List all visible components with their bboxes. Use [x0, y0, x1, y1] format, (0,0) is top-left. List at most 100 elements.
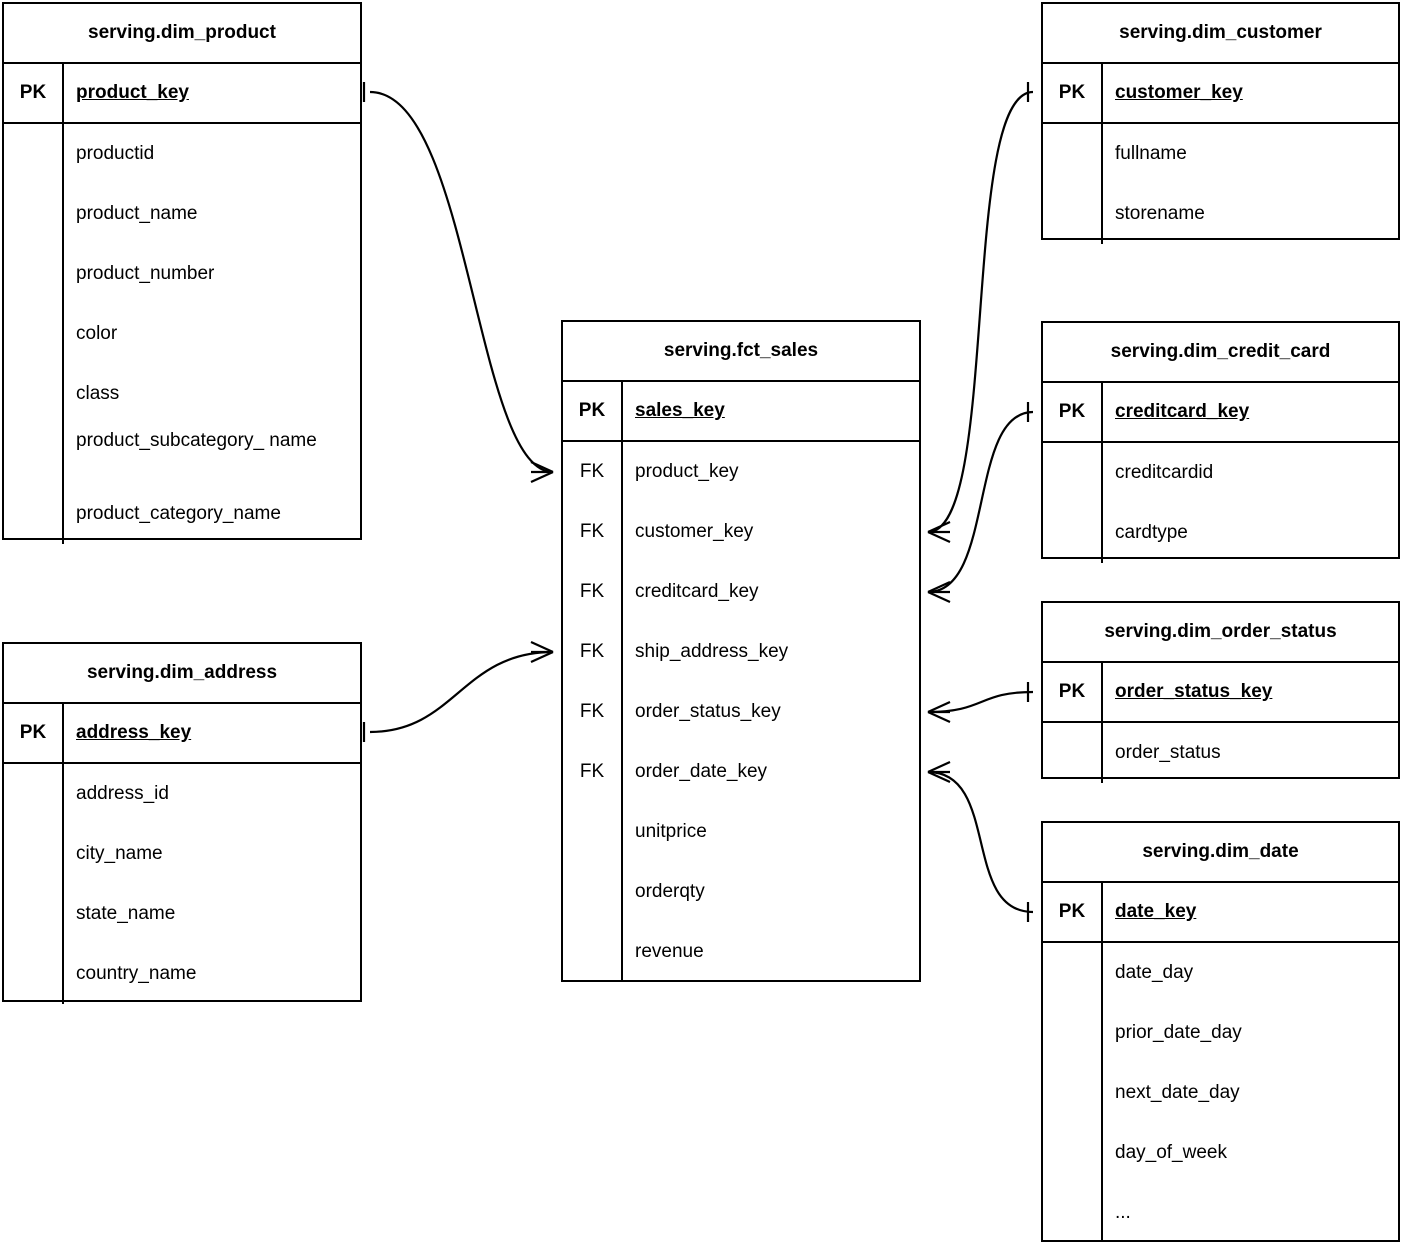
fk-badge: FK: [563, 682, 623, 742]
key-gutter: [1043, 124, 1103, 244]
key-gutter: [1043, 943, 1103, 1242]
entity-dim-address[interactable]: serving.dim_address PK address_key addre…: [2, 642, 362, 1004]
field-product-key: product_key: [76, 82, 189, 103]
fk-row-order-date-key: FK order_date_key: [563, 742, 919, 802]
attribute-block-dim-address: address_id city_name state_name country_…: [4, 764, 360, 1004]
fk-row-ship-address-key: FK ship_address_key: [563, 622, 919, 682]
attribute-list: order_status: [1103, 723, 1398, 783]
entity-dim-product[interactable]: serving.dim_product PK product_key produ…: [2, 2, 362, 544]
attribute-list: fullname storename: [1103, 124, 1398, 244]
pk-badge: PK: [1043, 64, 1103, 122]
pk-badge: PK: [4, 64, 64, 122]
pk-row-dim-product: PK product_key: [4, 64, 360, 124]
key-gutter: [1043, 723, 1103, 783]
attribute-row: creditcardid: [1115, 462, 1214, 483]
field-address-key: address_key: [76, 722, 192, 743]
pk-row-fct-sales: PK sales_key: [563, 382, 919, 442]
attribute-row: class: [76, 383, 120, 404]
field-product-key: product_key: [635, 461, 739, 482]
pk-badge: PK: [4, 704, 64, 762]
attribute-row: country_name: [76, 963, 197, 984]
attribute-list: creditcardid cardtype: [1103, 443, 1398, 563]
pk-badge: PK: [1043, 383, 1103, 441]
attribute-row: prior_date_day: [1115, 1022, 1242, 1043]
field-order-status-key: order_status_key: [635, 701, 781, 722]
field-order-date-key: order_date_key: [635, 761, 768, 782]
fk-badge: FK: [563, 742, 623, 802]
key-gutter: [4, 764, 64, 1004]
relationship-customer: [927, 82, 1034, 544]
entity-dim-customer[interactable]: serving.dim_customer PK customer_key ful…: [1041, 2, 1400, 244]
entity-title-dim-date: serving.dim_date: [1043, 823, 1398, 883]
fk-badge: FK: [563, 562, 623, 622]
pk-row-dim-credit-card: PK creditcard_key: [1043, 383, 1398, 443]
fk-row-order-status-key: FK order_status_key: [563, 682, 919, 742]
pk-badge: PK: [1043, 663, 1103, 721]
attribute-list: address_id city_name state_name country_…: [64, 764, 360, 1004]
fk-badge: FK: [563, 622, 623, 682]
entity-title-dim-customer: serving.dim_customer: [1043, 4, 1398, 64]
measure-row-revenue: revenue: [563, 922, 919, 982]
field-creditcard-key: creditcard_key: [1115, 401, 1250, 422]
attribute-row: city_name: [76, 843, 163, 864]
field-customer-key: customer_key: [635, 521, 754, 542]
field-order-status-key: order_status_key: [1115, 681, 1273, 702]
attribute-row: product_subcategory_ name: [76, 430, 317, 451]
attribute-row: order_status: [1115, 742, 1221, 763]
attribute-list: productid product_name product_number co…: [64, 124, 360, 544]
attribute-row: productid: [76, 143, 155, 164]
entity-title-dim-credit-card: serving.dim_credit_card: [1043, 323, 1398, 383]
fk-badge: FK: [563, 502, 623, 562]
measure-row-orderqty: orderqty: [563, 862, 919, 922]
key-gutter: [563, 802, 623, 862]
fk-row-product-key: FK product_key: [563, 442, 919, 502]
field-revenue: revenue: [635, 941, 704, 962]
fk-badge: FK: [563, 442, 623, 502]
relationship-date: [927, 760, 1034, 922]
attribute-row: product_name: [76, 203, 198, 224]
key-gutter: [4, 124, 64, 544]
relationship-credit-card: [927, 402, 1034, 604]
relationship-product: [362, 82, 554, 484]
fk-row-customer-key: FK customer_key: [563, 502, 919, 562]
key-gutter: [563, 922, 623, 982]
field-customer-key: customer_key: [1115, 82, 1243, 103]
entity-dim-date[interactable]: serving.dim_date PK date_key date_day pr…: [1041, 821, 1400, 1242]
entity-dim-order-status[interactable]: serving.dim_order_status PK order_status…: [1041, 601, 1400, 783]
attribute-block-dim-date: date_day prior_date_day next_date_day da…: [1043, 943, 1398, 1242]
pk-badge: PK: [1043, 883, 1103, 941]
relationship-order-status: [927, 682, 1034, 724]
field-creditcard-key: creditcard_key: [635, 581, 759, 602]
entity-title-dim-product: serving.dim_product: [4, 4, 360, 64]
attribute-row: color: [76, 323, 118, 344]
entity-dim-credit-card[interactable]: serving.dim_credit_card PK creditcard_ke…: [1041, 321, 1400, 563]
entity-fct-sales[interactable]: serving.fct_sales PK sales_key FK produc…: [561, 320, 921, 982]
attribute-row: date_day: [1115, 962, 1194, 983]
measure-row-unitprice: unitprice: [563, 802, 919, 862]
attribute-row: fullname: [1115, 143, 1187, 164]
entity-title-fct-sales: serving.fct_sales: [563, 322, 919, 382]
field-unitprice: unitprice: [635, 821, 707, 842]
key-gutter: [1043, 443, 1103, 563]
attribute-list: date_day prior_date_day next_date_day da…: [1103, 943, 1398, 1242]
entity-title-dim-address: serving.dim_address: [4, 644, 360, 704]
field-date-key: date_key: [1115, 901, 1197, 922]
pk-row-dim-order-status: PK order_status_key: [1043, 663, 1398, 723]
attribute-row: product_category_name: [76, 503, 281, 524]
attribute-block-dim-order-status: order_status: [1043, 723, 1398, 783]
pk-row-dim-customer: PK customer_key: [1043, 64, 1398, 124]
attribute-row: state_name: [76, 903, 176, 924]
key-gutter: [563, 862, 623, 922]
attribute-block-dim-product: productid product_name product_number co…: [4, 124, 360, 544]
pk-row-dim-address: PK address_key: [4, 704, 360, 764]
attribute-row: address_id: [76, 783, 169, 804]
field-ship-address-key: ship_address_key: [635, 641, 789, 662]
field-sales-key: sales_key: [635, 400, 725, 421]
attribute-row: product_number: [76, 263, 215, 284]
attribute-block-dim-customer: fullname storename: [1043, 124, 1398, 244]
attribute-row: storename: [1115, 203, 1205, 224]
attribute-row: ...: [1115, 1202, 1131, 1223]
attribute-row: cardtype: [1115, 522, 1188, 543]
pk-badge: PK: [563, 382, 623, 440]
